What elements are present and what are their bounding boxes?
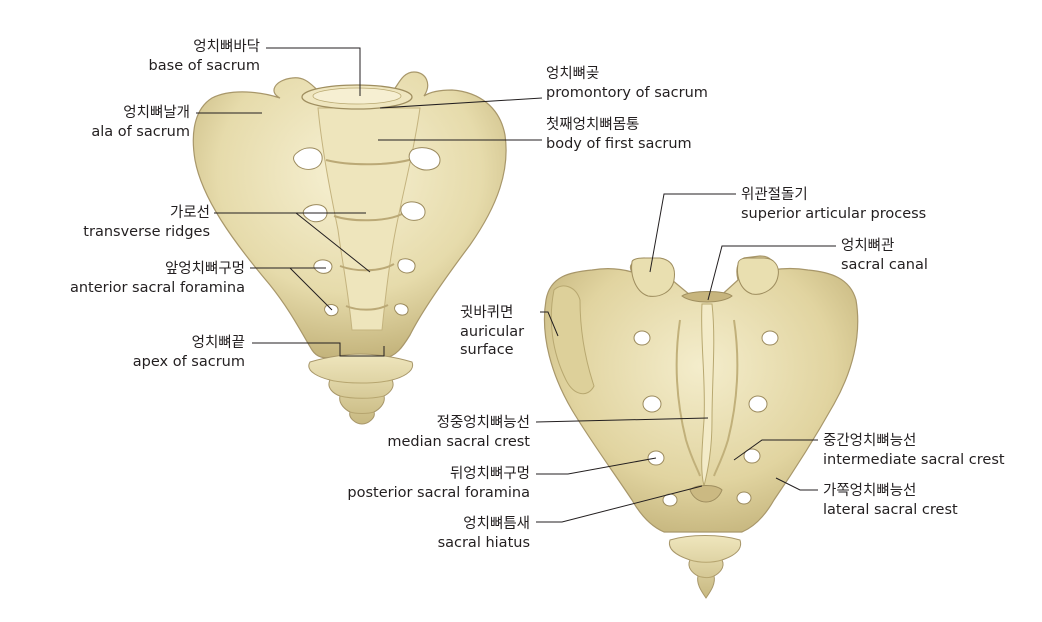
- posterior-sacrum: [543, 255, 859, 599]
- auricular-surface: [550, 285, 595, 395]
- label-ko: 위관절돌기: [741, 187, 808, 203]
- superior-articular-process-left: [631, 257, 675, 297]
- label-en: body of first sacrum: [546, 135, 692, 152]
- label-anterior-sacral-foramina: 앞엉치뼈구멍 anterior sacral foramina: [40, 260, 245, 297]
- label-body-of-first-sacrum: 첫째엉치뼈몸통 body of first sacrum: [546, 116, 692, 153]
- anterior-foramen-r2: [400, 201, 426, 221]
- label-ala-of-sacrum: 엉치뼈날개 ala of sacrum: [40, 104, 190, 141]
- leader-transverse-ridges: [214, 212, 371, 273]
- anterior-foramen-r3: [397, 258, 416, 274]
- label-ko: 앞엉치뼈구멍: [164, 261, 245, 277]
- posterior-coccyx: [668, 535, 742, 599]
- leader-median-sacral-crest: [535, 417, 709, 423]
- intermediate-crest-left: [675, 319, 701, 477]
- transverse-ridge-1: [325, 157, 417, 166]
- posterior-foramen-r4: [736, 491, 752, 505]
- label-auricular-surface: 귓바퀴면 auricular surface: [460, 304, 524, 360]
- label-lateral-sacral-crest: 가쪽엉치뼈능선 lateral sacral crest: [823, 482, 958, 519]
- posterior-sacrum-body: [543, 255, 859, 533]
- label-en: apex of sacrum: [132, 353, 245, 370]
- intermediate-crest-right: [713, 319, 739, 477]
- leader-lines: [196, 47, 836, 523]
- label-en: auricular: [460, 323, 525, 340]
- label-en: ala of sacrum: [91, 123, 190, 140]
- leader-lateral-sacral-crest: [775, 477, 818, 491]
- label-ko: 가로선: [169, 205, 210, 221]
- label-ko: 뒤엉치뼈구멍: [449, 466, 530, 482]
- label-median-sacral-crest: 정중엉치뼈능선 median sacral crest: [330, 414, 530, 451]
- label-en: base of sacrum: [148, 57, 260, 74]
- label-ko: 가쪽엉치뼈능선: [823, 483, 917, 499]
- label-en: superior articular process: [741, 205, 927, 222]
- anterior-foramen-l1: [293, 147, 323, 170]
- label-en: promontory of sacrum: [546, 84, 708, 101]
- anterior-foramen-l3: [313, 259, 333, 274]
- label-ko: 엉치뼈끝: [191, 335, 245, 351]
- label-ko: 엉치뼈날개: [123, 105, 190, 121]
- label-ko: 귓바퀴면: [460, 305, 514, 321]
- sacral-canal: [681, 291, 733, 303]
- posterior-foramen-r1: [761, 330, 779, 346]
- leader-apex-of-sacrum: [252, 342, 385, 357]
- sacral-hiatus: [689, 485, 723, 503]
- label-promontory-of-sacrum: 엉치뼈곶 promontory of sacrum: [546, 65, 708, 102]
- label-ko: 엉치뼈곶: [546, 66, 600, 82]
- leader-auricular-surface: [540, 311, 559, 337]
- leader-promontory-of-sacrum: [379, 97, 543, 109]
- transverse-ridge-2: [333, 213, 403, 222]
- superior-articular-process-right: [737, 257, 779, 295]
- label-en: transverse ridges: [83, 223, 210, 240]
- leader-base-of-sacrum: [266, 47, 361, 96]
- posterior-foramen-l2: [642, 395, 662, 413]
- label-en: lateral sacral crest: [823, 501, 958, 518]
- posterior-foramen-r3: [743, 448, 761, 464]
- leader-sacral-canal: [707, 245, 836, 301]
- label-ko: 첫째엉치뼈몸통: [546, 117, 640, 133]
- label-ko: 엉치뼈바닥: [193, 39, 260, 55]
- leader-superior-articular-process: [649, 193, 736, 273]
- leader-anterior-foramina: [250, 267, 333, 311]
- label-posterior-sacral-foramina: 뒤엉치뼈구멍 posterior sacral foramina: [320, 465, 530, 502]
- leader-intermediate-sacral-crest: [733, 439, 818, 461]
- anterior-sacrum: [192, 71, 507, 425]
- leader-sacral-hiatus: [536, 485, 703, 523]
- label-en: posterior sacral foramina: [347, 484, 530, 501]
- anterior-foramen-r1: [408, 147, 441, 171]
- leader-posterior-sacral-foramina: [536, 457, 657, 475]
- label-en: intermediate sacral crest: [823, 451, 1005, 468]
- label-intermediate-sacral-crest: 중간엉치뼈능선 intermediate sacral crest: [823, 432, 1005, 469]
- label-transverse-ridges: 가로선 transverse ridges: [40, 204, 210, 241]
- anterior-foramen-l4: [324, 304, 339, 317]
- anterior-foramen-r4: [394, 303, 409, 316]
- posterior-foramen-l1: [633, 330, 651, 346]
- label-ko: 중간엉치뼈능선: [823, 433, 917, 449]
- label-ko: 엉치뼈관: [841, 238, 895, 254]
- transverse-ridge-4: [345, 304, 389, 311]
- label-en: sacral hiatus: [437, 534, 530, 551]
- label-ko: 정중엉치뼈능선: [436, 415, 530, 431]
- posterior-foramen-r2: [748, 395, 768, 413]
- label-en-2: surface: [460, 342, 514, 358]
- label-sacral-canal: 엉치뼈관 sacral canal: [841, 237, 928, 274]
- label-base-of-sacrum: 엉치뼈바닥 base of sacrum: [110, 38, 260, 75]
- label-ko: 엉치뼈틈새: [463, 516, 530, 532]
- label-en: median sacral crest: [387, 433, 530, 450]
- label-en: anterior sacral foramina: [69, 279, 245, 296]
- label-apex-of-sacrum: 엉치뼈끝 apex of sacrum: [60, 334, 245, 371]
- label-sacral-hiatus: 엉치뼈틈새 sacral hiatus: [380, 515, 530, 552]
- label-superior-articular-process: 위관절돌기 superior articular process: [741, 186, 926, 223]
- label-en: sacral canal: [841, 256, 928, 273]
